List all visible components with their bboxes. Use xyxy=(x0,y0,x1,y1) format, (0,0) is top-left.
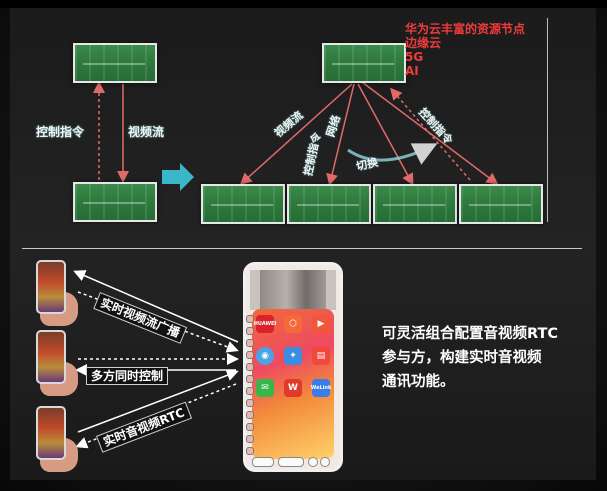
nav-back-button[interactable] xyxy=(252,457,274,467)
description-line-2: 参与方，构建实时音视频 xyxy=(382,350,542,366)
switch-arc xyxy=(347,143,438,165)
huawei-app-icon[interactable]: HUAWEI xyxy=(254,315,276,333)
reader-app-icon[interactable]: ▤ xyxy=(312,347,330,365)
description-line-3: 通讯功能。 xyxy=(382,374,455,390)
cloud-target-thumbnail-1 xyxy=(201,184,285,224)
top-bar xyxy=(0,0,607,8)
phone-broadcast xyxy=(36,260,66,314)
welink-app-icon[interactable]: WeLink xyxy=(311,379,331,397)
phone-rtc xyxy=(36,406,66,460)
phone-nav-bar xyxy=(250,457,336,467)
rtc-arrow xyxy=(77,369,239,433)
multi-control-label: 多方同时控制 xyxy=(86,367,169,385)
video-app-icon[interactable]: ▶ xyxy=(312,315,330,333)
meeting-scene xyxy=(260,270,326,310)
annotation-block: 华为云丰富的资源节点 边缘云 5G AI xyxy=(405,22,525,78)
description: 可灵活组合配置音视频RTC 参与方，构建实时音视频 通讯功能。 xyxy=(382,322,558,394)
main-phone: HUAWEI ⬡ ▶ ◉ ✦ ▤ ✉ W WeLink xyxy=(243,262,343,472)
game-app-icon[interactable]: ⬡ xyxy=(284,315,302,333)
app-grid: HUAWEI ⬡ ▶ ◉ ✦ ▤ ✉ W WeLink xyxy=(252,309,334,459)
annotation-line-3: 5G xyxy=(405,50,424,64)
office-app-icon[interactable]: W xyxy=(284,379,302,397)
side-dots xyxy=(246,315,254,465)
nav-recent-button[interactable] xyxy=(320,457,330,467)
annotation-line-1: 华为云丰富的资源节点 xyxy=(405,22,526,36)
control-return-arrow xyxy=(390,87,471,181)
fan-arrow-3 xyxy=(357,83,414,186)
broadcast-arrow xyxy=(73,270,239,343)
video-call-view xyxy=(250,270,336,310)
wechat-app-icon[interactable]: ✉ xyxy=(256,379,274,397)
annotation-line-4: AI xyxy=(405,64,419,78)
cloud-target-thumbnail-4 xyxy=(459,184,543,224)
description-line-1: 可灵活组合配置音视频RTC xyxy=(382,326,559,342)
phone-multi-control xyxy=(36,330,66,384)
annotation-line-2: 边缘云 xyxy=(405,36,442,50)
left-target-thumbnail xyxy=(73,182,157,222)
control-label: 控制指令 xyxy=(36,125,85,139)
browser-app-icon[interactable]: ◉ xyxy=(256,347,274,365)
left-source-thumbnail xyxy=(73,43,157,83)
nav-menu-button[interactable] xyxy=(308,457,318,467)
cloud-target-thumbnail-3 xyxy=(373,184,457,224)
tips-app-icon[interactable]: ✦ xyxy=(284,347,302,365)
divider-horizontal xyxy=(22,248,582,249)
cloud-source-thumbnail xyxy=(322,43,406,83)
video-label: 视频流 xyxy=(128,125,165,139)
fan-arrow-1 xyxy=(239,83,353,186)
transition-arrow xyxy=(162,163,194,191)
divider-vertical xyxy=(547,18,548,222)
nav-home-button[interactable] xyxy=(278,457,304,467)
cloud-target-thumbnail-2 xyxy=(287,184,371,224)
fan-arrow-2 xyxy=(326,83,355,186)
